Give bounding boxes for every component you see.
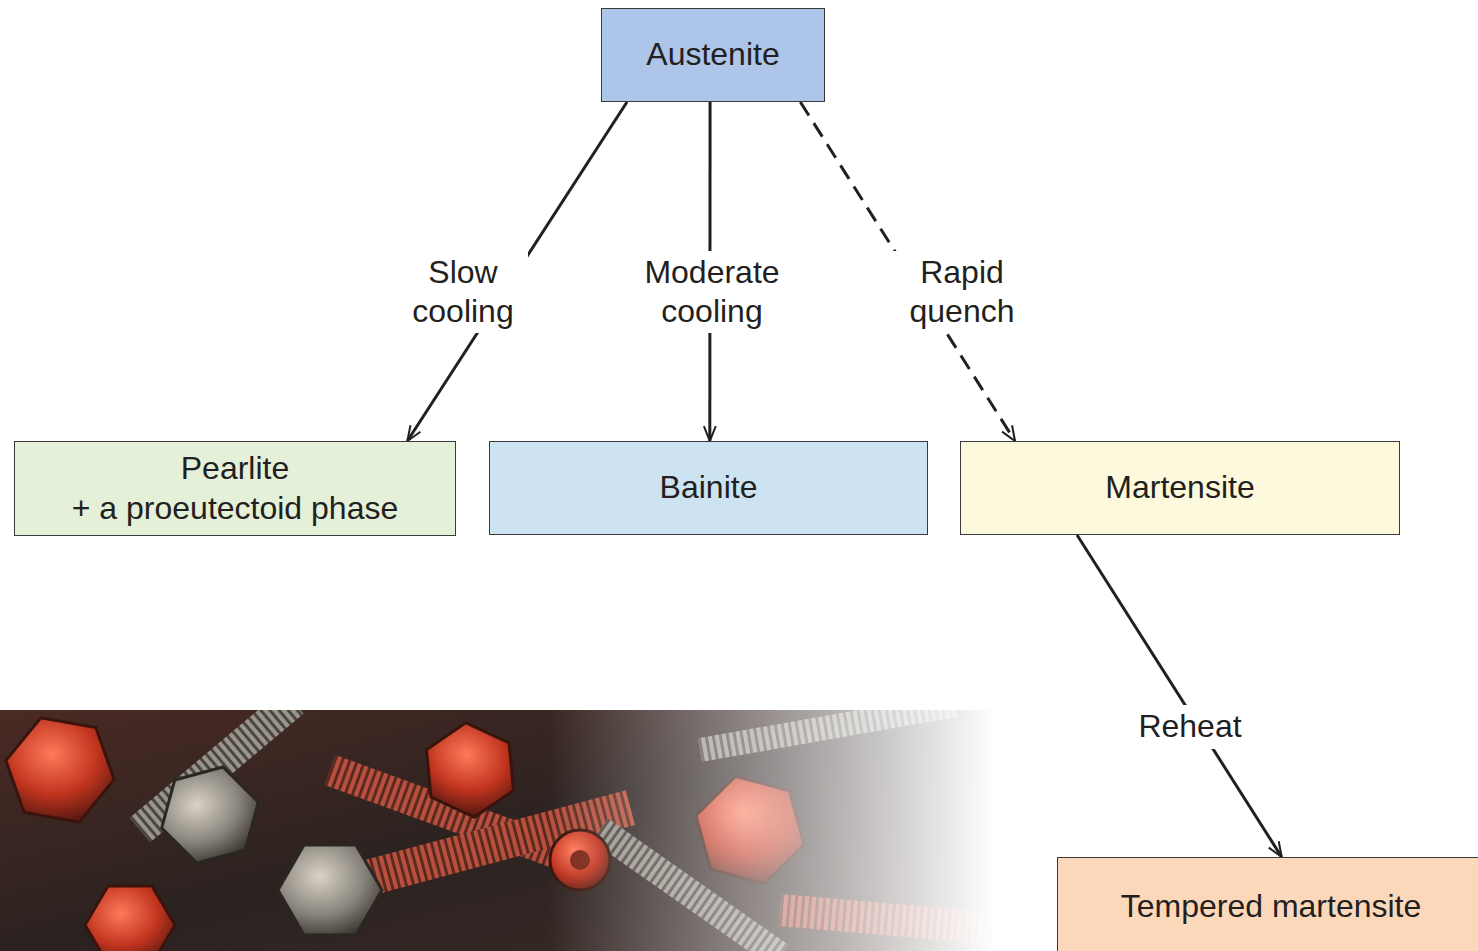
process-label: Slow cooling (398, 251, 528, 333)
transformation-arrow (1077, 535, 1282, 857)
connector-line (1077, 535, 1282, 857)
phase-box: Pearlite + a proeutectoid phase (14, 441, 456, 536)
phase-box: Bainite (489, 441, 928, 535)
phase-label: Tempered martensite (1121, 887, 1422, 926)
arrow-head (407, 425, 420, 441)
phase-box: Martensite (960, 441, 1400, 535)
phase-label: Pearlite + a proeutectoid phase (72, 449, 398, 527)
bolts-photo (0, 710, 995, 951)
process-label: Moderate cooling (627, 251, 797, 333)
phase-label: Martensite (1105, 468, 1254, 507)
phase-label: Bainite (660, 468, 758, 507)
arrow-head (1002, 425, 1015, 441)
phase-label: Austenite (646, 35, 779, 74)
arrow-head (1269, 841, 1282, 857)
process-label: Rapid quench (892, 251, 1032, 333)
phase-box: Tempered martensite (1057, 857, 1478, 951)
process-label: Reheat (1134, 705, 1245, 748)
arrow-head (704, 426, 716, 441)
phase-box: Austenite (601, 8, 825, 102)
